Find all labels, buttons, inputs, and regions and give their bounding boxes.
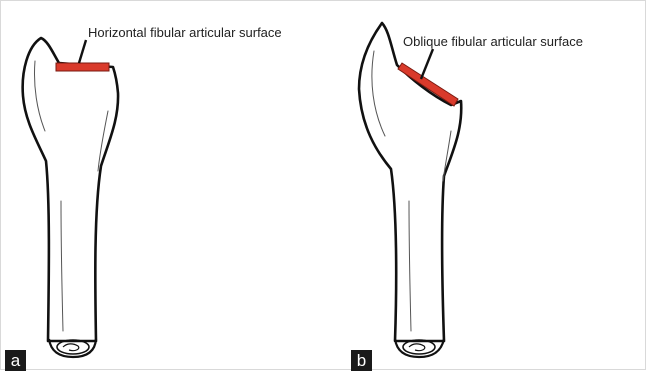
horizontal-articular-surface: [56, 63, 109, 71]
panel-label-b: b: [351, 350, 372, 371]
annotation-leader-b: [421, 49, 433, 79]
oblique-surface-annotation: Oblique fibular articular surface: [403, 34, 583, 50]
horizontal-surface-annotation: Horizontal fibular articular surface: [88, 25, 282, 41]
annotation-leader-a: [79, 40, 86, 63]
panel-label-a: a: [5, 350, 26, 371]
tibia-outline-a: [23, 38, 118, 341]
oblique-articular-surface: [398, 63, 458, 106]
